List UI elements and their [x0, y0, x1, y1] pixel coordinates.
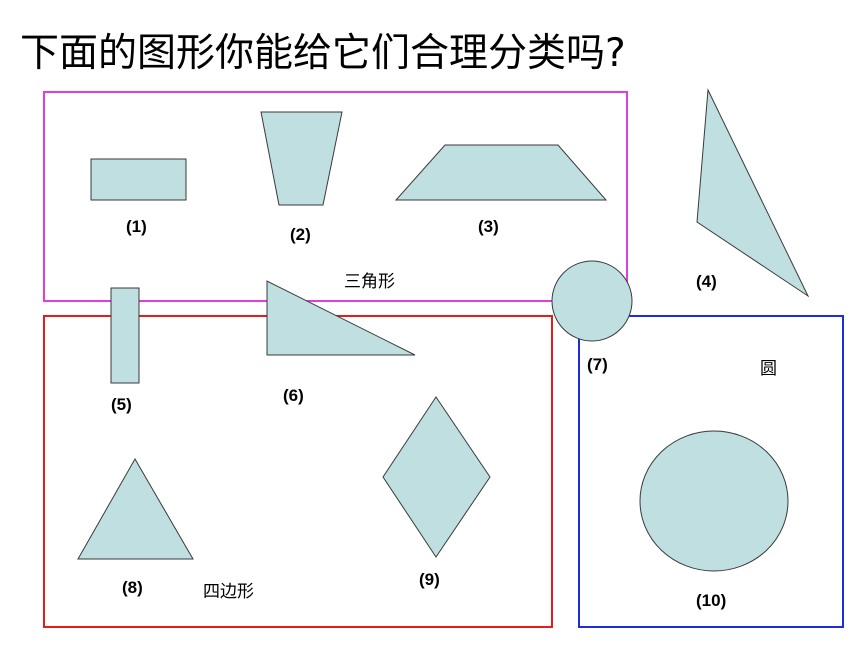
triangle-group-box [43, 91, 628, 302]
shape-7-circle [551, 260, 633, 342]
shape-10-circle [639, 430, 789, 572]
shape-1-rectangle [90, 158, 187, 201]
circle-group-label: 圆 [760, 359, 777, 379]
shape-4-triangle [696, 88, 810, 298]
shape-label-7: (7) [587, 355, 608, 374]
quadrilateral-group-label: 四边形 [203, 582, 254, 602]
shape-2-trapezoid [260, 111, 343, 206]
triangle-group-label: 三角形 [344, 272, 395, 292]
shape-8-triangle [77, 457, 194, 560]
shape-label-10: (10) [696, 591, 726, 610]
circle-group-box [578, 315, 844, 628]
shape-label-5: (5) [111, 395, 132, 414]
shape-label-9: (9) [419, 570, 440, 589]
shape-label-4: (4) [696, 272, 717, 291]
shape-label-1: (1) [126, 217, 147, 236]
shape-label-6: (6) [283, 386, 304, 405]
page-title: 下面的图形你能给它们合理分类吗? [20, 31, 626, 76]
shape-label-2: (2) [290, 225, 311, 244]
shape-9-rhombus [382, 396, 491, 558]
shape-5-rectangle [110, 287, 140, 384]
shape-6-right-triangle [266, 280, 416, 356]
shape-3-trapezoid [394, 144, 608, 201]
shape-label-3: (3) [478, 217, 499, 236]
shape-label-8: (8) [122, 578, 143, 597]
